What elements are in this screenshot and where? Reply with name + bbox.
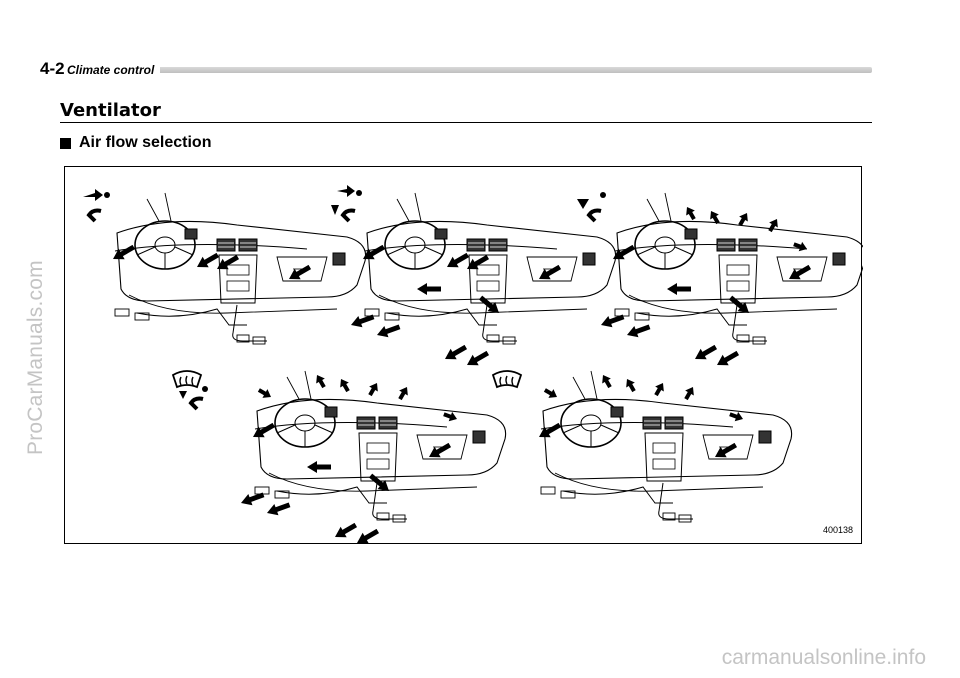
- header-bar: [100, 67, 872, 73]
- face-vent-icon: [83, 189, 110, 223]
- bi-level-vent-icon: [331, 185, 362, 223]
- section-title: Ventilator: [60, 100, 161, 121]
- foot-vent-icon: [577, 192, 606, 223]
- windshield-defrost-icon: [491, 370, 523, 389]
- page-number: 4-2: [40, 59, 67, 79]
- panel-heat: [598, 192, 863, 371]
- subheading: Air flow selection: [60, 134, 211, 152]
- panel-vent: [110, 192, 367, 345]
- square-bullet-icon: [60, 137, 71, 149]
- subheading-text: Air flow selection: [79, 134, 212, 151]
- defrost-foot-icon: [171, 370, 208, 411]
- panel-defrost-heat: [238, 370, 507, 545]
- title-rule: [60, 122, 872, 123]
- watermark-left: ProCarManuals.com: [24, 260, 47, 455]
- panel-bi-level: [348, 192, 617, 371]
- section-name: Climate control: [67, 63, 161, 77]
- page-header: 4-2 Climate control: [40, 59, 872, 82]
- airflow-diagrams: [83, 185, 863, 545]
- watermark-bottom: carmanualsonline.info: [721, 646, 926, 669]
- panel-defrost: [536, 370, 793, 523]
- airflow-figure: 400138: [64, 166, 863, 545]
- figure-id: 400138: [822, 525, 853, 535]
